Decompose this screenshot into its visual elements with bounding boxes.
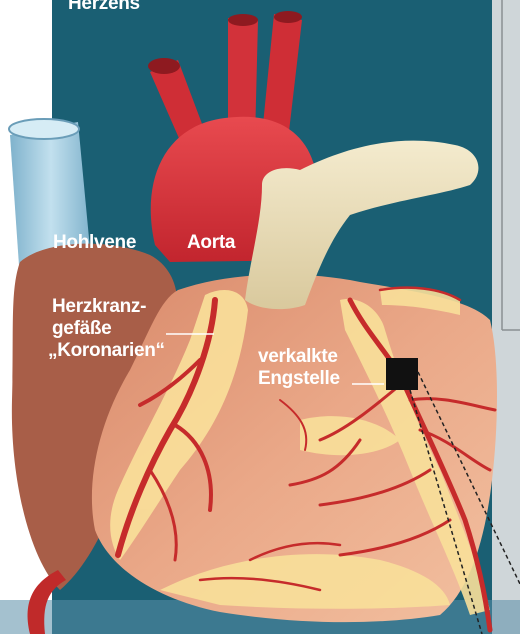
label-koronarien-line2: gefäße — [52, 318, 169, 340]
label-engstelle-line1: verkalkte — [258, 346, 340, 368]
label-koronarien: Herzkranz- gefäße „Koronarien“ — [52, 296, 169, 362]
right-gray-panel — [492, 0, 520, 634]
hohlvene-opening — [9, 119, 79, 139]
label-koronarien-line1: Herzkranz- — [52, 296, 169, 318]
aortic-branch-right-opening — [274, 11, 302, 23]
label-aorta: Aorta — [187, 232, 235, 254]
black-square-icon — [386, 358, 418, 390]
label-hohlvene: Hohlvene — [53, 232, 136, 254]
header-title-fragment: Herzens — [68, 0, 140, 15]
label-koronarien-line3: „Koronarien“ — [48, 340, 165, 362]
aortic-branch-left-opening — [148, 58, 180, 74]
label-engstelle: verkalkte Engstelle — [258, 346, 340, 390]
aortic-branch-mid-opening — [228, 14, 258, 26]
label-engstelle-line2: Engstelle — [258, 368, 340, 390]
